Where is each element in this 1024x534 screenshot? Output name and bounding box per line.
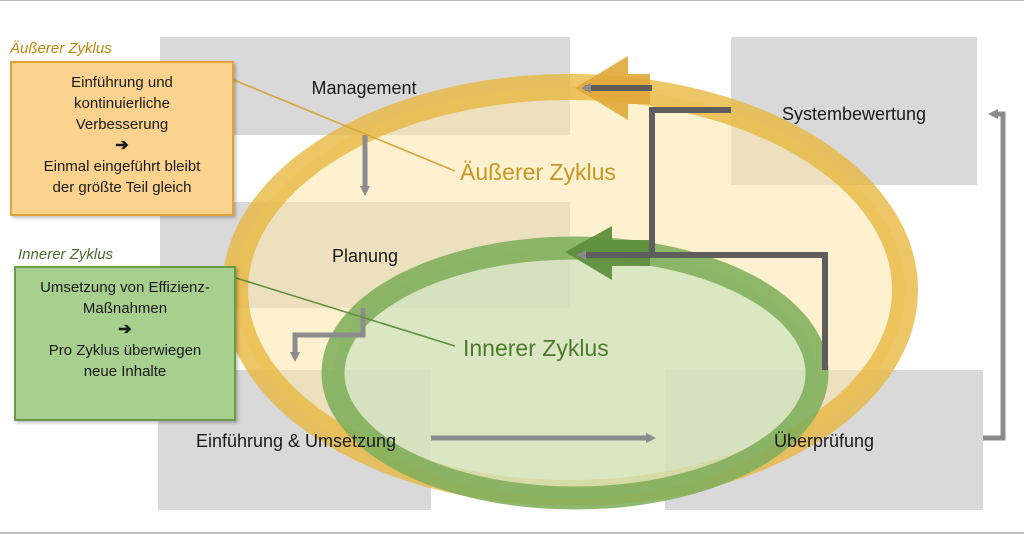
ueberpruefung-label: Überprüfung	[774, 431, 874, 451]
outer-box-arrow-icon: ➔	[115, 137, 129, 154]
outer-box-line-3: Verbesserung	[75, 116, 169, 133]
inner-box-line-4: neue Inhalte	[83, 363, 167, 380]
outer-box-line-4: Einmal eingeführt bleibt	[43, 158, 201, 175]
top-divider	[0, 0, 1024, 1]
inner-box-line-3: Pro Zyklus überwiegen	[48, 342, 202, 359]
arrow-planung-to-einfuehrung	[290, 308, 366, 362]
outer-leader-line	[233, 79, 456, 172]
systembewertung-label: Systembewertung	[782, 104, 926, 124]
outer-box-line-1: Einführung und	[71, 74, 173, 91]
outer-cycle-info-box: Einführung und kontinuierliche Verbesser…	[10, 61, 234, 216]
outer-cycle-title: Äußerer Zyklus	[10, 40, 112, 57]
inner-cycle-title: Innerer Zyklus	[18, 246, 114, 263]
inner-box-line-2: Maßnahmen	[82, 300, 168, 317]
einfuehrung-label: Einführung & Umsetzung	[196, 431, 396, 451]
inner-box-arrow-icon: ➔	[118, 321, 132, 338]
inner-cycle-info-box: Umsetzung von Effizienz- Maßnahmen ➔ Pro…	[14, 266, 236, 421]
bottom-divider	[0, 532, 1024, 534]
inner-box-line-1: Umsetzung von Effizienz-	[40, 279, 210, 296]
inner-leader-line	[235, 277, 456, 347]
outer-box-line-5: der größte Teil gleich	[52, 179, 192, 196]
inner-cycle-ellipse	[321, 236, 829, 510]
planung-label: Planung	[332, 246, 398, 266]
arrow-ueberpruefung-to-planung	[576, 250, 828, 370]
outer-box-line-2: kontinuierliche	[74, 95, 170, 112]
inner-cycle-label: Innerer Zyklus	[463, 335, 609, 361]
outer-cycle-label: Äußerer Zyklus	[460, 159, 616, 185]
arrow-ueberpruefung-to-systembewertung	[983, 109, 1006, 441]
management-label: Management	[311, 78, 416, 98]
arrow-systembewertung-to-management	[649, 107, 731, 255]
